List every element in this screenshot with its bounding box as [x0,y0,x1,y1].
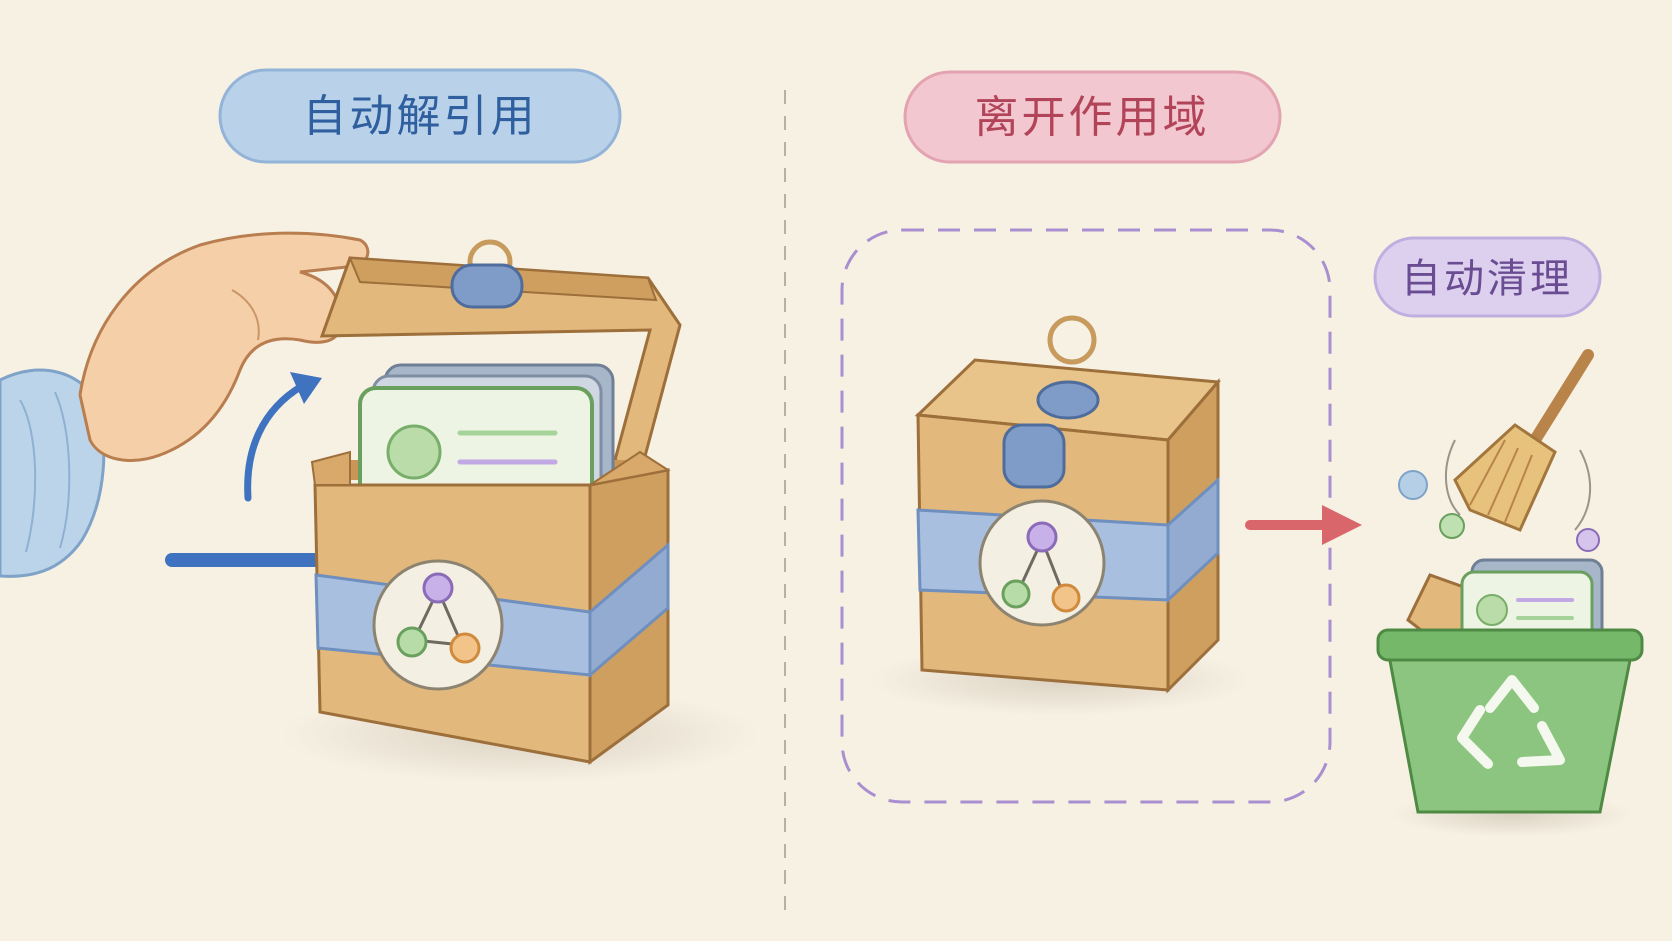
closed-emblem-disc [978,499,1106,627]
cleanup-label: 自动清理 [1401,256,1573,302]
puff-blue [1398,470,1428,500]
closed-node-orange [1051,583,1081,613]
card-avatar [386,424,442,480]
closed-node-green [1001,579,1031,609]
arrowhead-up-curve [290,372,322,404]
puff-green [1439,513,1465,539]
scope-pill-shape [903,70,1282,164]
deref-label-pill: 自动解引用 [218,68,622,164]
closed-box [914,315,1222,694]
broom-icon [1444,349,1594,532]
closed-band-side [1166,476,1220,604]
cleanup-pill-shape [1373,236,1602,318]
deref-pill-shape [218,68,622,164]
broom-handle [1529,349,1594,446]
recycle-icon [1457,675,1565,769]
red-arrowhead [1322,505,1362,545]
dust-puffs [1398,470,1600,552]
open-box [310,239,682,765]
emblem-node-purple [422,572,454,604]
recycle-bin [1376,558,1644,814]
to-cleanup-arrow [1245,505,1362,545]
closed-clasp [1002,423,1066,489]
arrow-up-curve [244,382,306,502]
bin-rim [1376,628,1644,662]
sleeve [0,368,106,578]
box-band-side [588,541,670,679]
emblem-node-orange [449,632,481,664]
hand [0,231,370,578]
closed-node-purple [1026,521,1058,553]
closed-knob [1036,380,1100,420]
emblem-node-green [396,626,428,658]
puff-purple [1576,528,1600,552]
scope-label: 离开作用域 [975,92,1210,143]
bin-body [1386,648,1634,814]
cleanup-label-pill: 自动清理 [1373,236,1602,318]
lid-clasp [450,263,524,309]
scope-label-pill: 离开作用域 [903,70,1282,164]
deref-label: 自动解引用 [303,91,538,142]
closed-loop [1047,315,1097,365]
closed-emblem [978,499,1106,627]
graph-emblem [372,559,504,691]
left-panel: 自动解引用 [0,68,760,783]
box-rim [310,450,671,486]
palm [78,231,370,462]
right-panel: 离开作用域 [840,70,1644,837]
